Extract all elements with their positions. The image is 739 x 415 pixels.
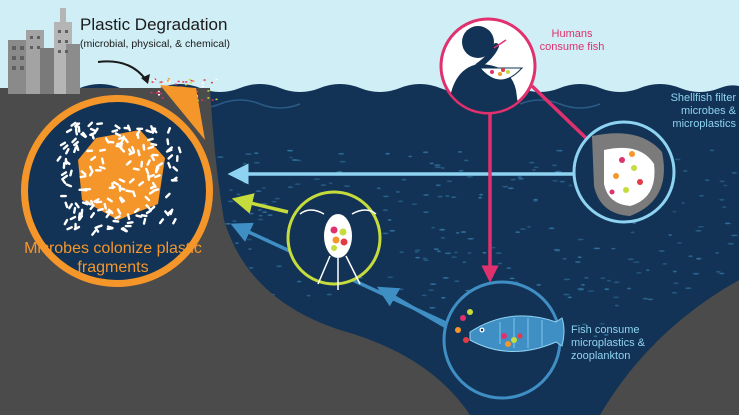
shellfish-filter-label: Shellfish filter microbes & microplastic… bbox=[670, 92, 736, 130]
humans-consume-fish-label: Humans consume fish bbox=[539, 28, 605, 53]
degradation-arrowhead bbox=[141, 74, 150, 84]
right-seafloor bbox=[600, 280, 739, 415]
person-eating-icon bbox=[439, 17, 537, 115]
zooplankton-icon bbox=[286, 190, 382, 290]
diagram-title: Plastic Degradation bbox=[80, 15, 228, 34]
microbe-cluster bbox=[56, 121, 182, 236]
zooplankton-to-microbes-arrow bbox=[231, 193, 289, 214]
city-skyline-icon bbox=[8, 8, 80, 94]
degradation-arrow bbox=[97, 60, 147, 81]
plastic-fragment-icon bbox=[78, 130, 165, 220]
microbes-colonize-label: Microbes colonize plastic fragments bbox=[24, 240, 202, 276]
diagram-subtitle: (microbial, physical, & chemical) bbox=[80, 38, 230, 50]
zoom-connector bbox=[160, 85, 205, 140]
humans-to-shellfish-line bbox=[530, 84, 590, 142]
fish-icon bbox=[442, 280, 565, 400]
fish-consume-label: Fish consume microplastics & zooplankton bbox=[571, 324, 645, 362]
oyster-icon bbox=[572, 120, 676, 224]
fish-to-zooplankton-arrow bbox=[376, 286, 449, 330]
